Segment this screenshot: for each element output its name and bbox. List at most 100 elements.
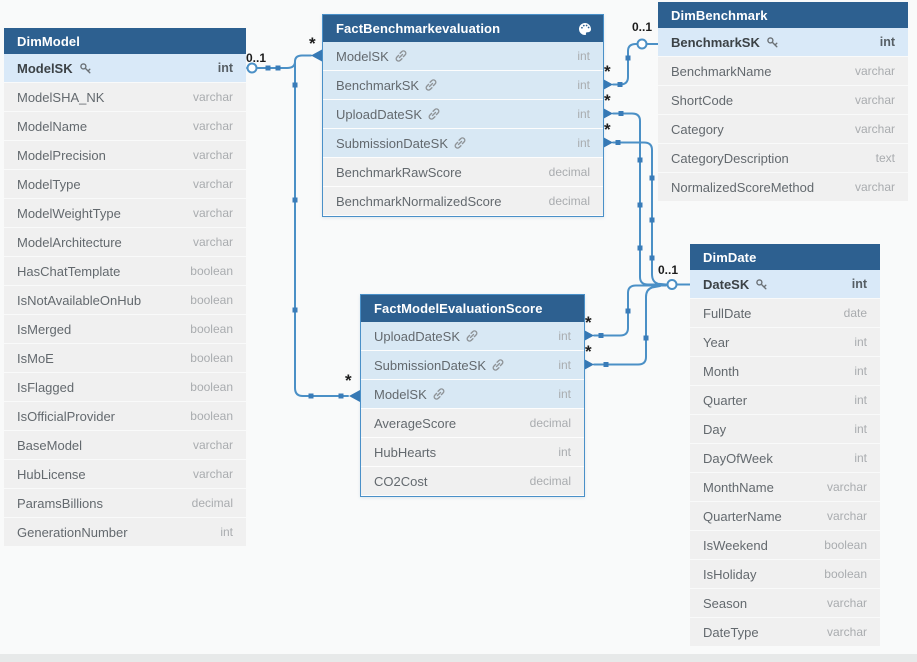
cardinality-label: * <box>309 34 316 53</box>
column-type: int <box>558 358 571 372</box>
column-name: MonthName <box>703 479 774 495</box>
link-icon <box>492 359 504 371</box>
column-type: varchar <box>826 480 867 494</box>
column-type: varchar <box>854 122 895 136</box>
column-type: boolean <box>190 351 233 365</box>
many-marker <box>349 390 360 402</box>
table-header[interactable]: DimDate <box>690 244 880 270</box>
column-row-ModelPrecision: ModelPrecision varchar <box>4 141 246 170</box>
table-header[interactable]: FactBenchmarkevaluation <box>323 15 603 42</box>
relationship-line[interactable] <box>612 141 667 286</box>
column-row-HasChatTemplate: HasChatTemplate boolean <box>4 257 246 286</box>
table-name: DimDate <box>703 249 757 265</box>
cardinality-label: 0..1 <box>246 51 267 65</box>
column-type: int <box>854 422 867 436</box>
column-name: IsMoE <box>17 350 54 366</box>
palette-icon[interactable] <box>577 21 593 37</box>
column-name: UploadDateSK <box>336 106 422 122</box>
column-name: NormalizedScoreMethod <box>671 179 815 195</box>
column-type: boolean <box>190 293 233 307</box>
column-type: decimal <box>529 474 571 488</box>
cardinality-label: * <box>604 120 611 139</box>
relationship-line[interactable] <box>593 284 667 337</box>
column-name: ModelSK <box>17 60 73 76</box>
table-header[interactable]: DimBenchmark <box>658 2 908 28</box>
column-row-IsNotAvailableOnHub: IsNotAvailableOnHub boolean <box>4 286 246 315</box>
column-name: BenchmarkNormalizedScore <box>336 193 502 209</box>
column-name: UploadDateSK <box>374 328 460 344</box>
column-type: varchar <box>192 119 233 133</box>
cardinality-label: 0..1 <box>632 20 653 34</box>
column-type: varchar <box>192 438 233 452</box>
link-icon <box>454 137 466 149</box>
column-type: boolean <box>824 567 867 581</box>
cardinality-label: * <box>585 342 592 361</box>
table-name: DimModel <box>17 33 80 49</box>
column-type: boolean <box>824 538 867 552</box>
cardinality-label: * <box>345 371 352 390</box>
column-type: boolean <box>190 409 233 423</box>
column-name: ModelSHA_NK <box>17 89 105 105</box>
column-type: boolean <box>190 264 233 278</box>
link-icon <box>433 388 445 400</box>
column-name: IsHoliday <box>703 566 757 582</box>
cardinality-label: 0..1 <box>658 263 679 277</box>
column-name: ParamsBillions <box>17 495 103 511</box>
column-type: int <box>577 136 590 150</box>
column-name: BenchmarkName <box>671 63 772 79</box>
column-type: varchar <box>192 148 233 162</box>
column-row-IsMoE: IsMoE boolean <box>4 344 246 373</box>
relationship-line[interactable] <box>294 60 349 397</box>
column-name: ShortCode <box>671 92 734 108</box>
relationship-line[interactable] <box>612 43 659 86</box>
column-name: AverageScore <box>374 415 457 431</box>
horizontal-scrollbar[interactable] <box>0 654 917 662</box>
column-type: int <box>217 61 233 75</box>
column-name: HasChatTemplate <box>17 263 121 279</box>
table-header[interactable]: FactModelEvaluationScore <box>361 295 584 322</box>
relationship-line[interactable] <box>612 112 667 286</box>
table-header[interactable]: DimModel <box>4 28 246 54</box>
column-row-SubmissionDateSK: SubmissionDateSK int <box>361 351 584 380</box>
column-row-MonthName: MonthName varchar <box>690 473 880 502</box>
column-type: int <box>854 364 867 378</box>
column-type: text <box>875 151 895 165</box>
relationship-line[interactable] <box>593 285 661 366</box>
column-name: ModelSK <box>336 48 389 64</box>
column-row-ModelSK: ModelSK int <box>4 54 246 83</box>
link-icon <box>428 108 440 120</box>
column-type: boolean <box>190 380 233 394</box>
cardinality-label: * <box>604 91 611 110</box>
column-name: IsNotAvailableOnHub <box>17 292 142 308</box>
link-icon <box>395 50 407 62</box>
column-name: ModelPrecision <box>17 147 106 163</box>
column-type: int <box>558 445 571 459</box>
column-row-CategoryDescription: CategoryDescription text <box>658 144 908 173</box>
column-name: ModelWeightType <box>17 205 121 221</box>
link-icon <box>425 79 437 91</box>
column-name: IsOfficialProvider <box>17 408 116 424</box>
column-name: SubmissionDateSK <box>374 357 486 373</box>
column-name: CategoryDescription <box>671 150 789 166</box>
